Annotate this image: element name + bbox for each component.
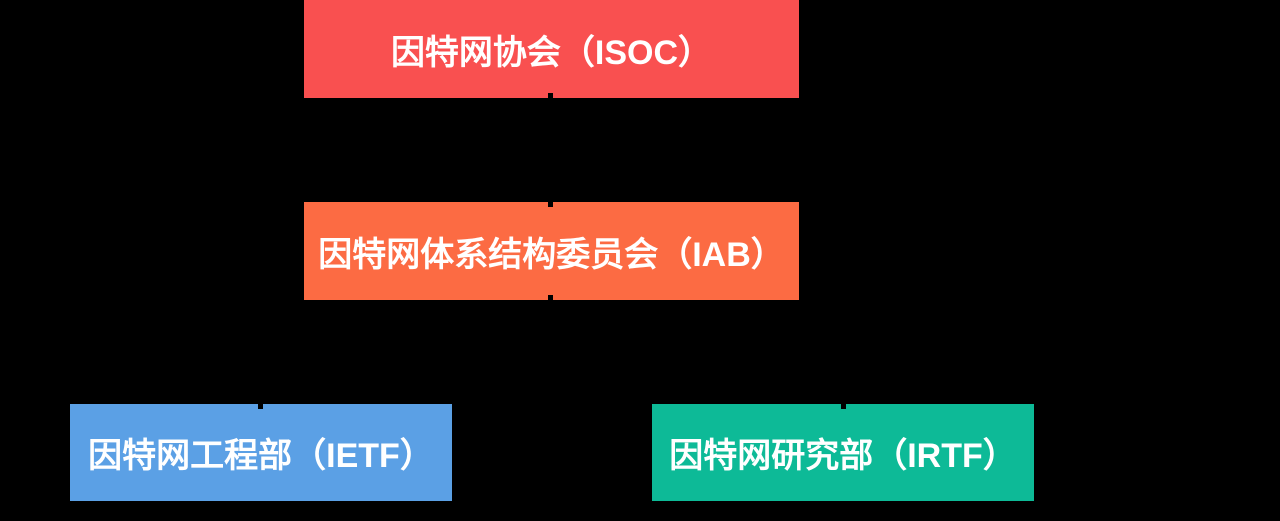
connector-to-irtf [841, 348, 846, 409]
node-ietf-label: 因特网工程部（IETF） [88, 437, 434, 475]
connector-iab-stem [548, 295, 553, 352]
node-isoc-label: 因特网协会（ISOC） [390, 33, 713, 72]
node-irtf: 因特网研究部（IRTF） [652, 404, 1034, 501]
connector-branch-horizontal [258, 348, 846, 353]
node-iab-label: 因特网体系结构委员会（IAB） [318, 235, 785, 274]
connector-isoc-to-iab [548, 93, 553, 207]
node-irtf-label: 因特网研究部（IRTF） [669, 437, 1017, 475]
connector-to-ietf [258, 348, 263, 409]
node-ietf: 因特网工程部（IETF） [70, 404, 452, 501]
node-iab: 因特网体系结构委员会（IAB） [304, 202, 799, 300]
node-isoc: 因特网协会（ISOC） [304, 0, 799, 98]
